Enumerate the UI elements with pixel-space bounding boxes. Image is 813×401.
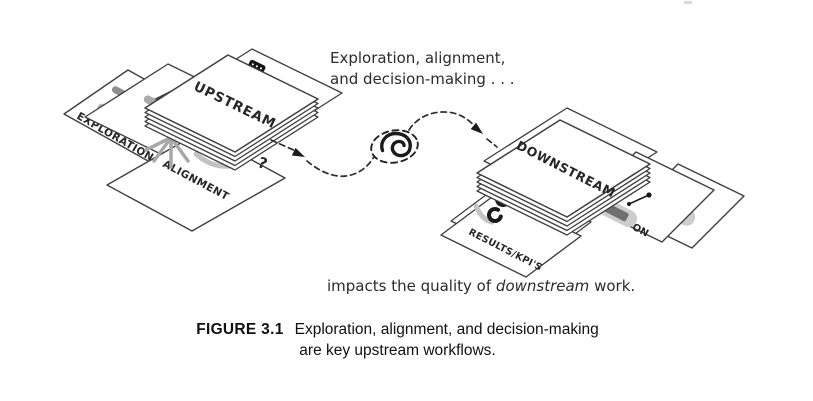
downstream-annotation-prefix: impacts the quality of — [327, 277, 492, 295]
downstream-stack — [476, 119, 651, 236]
upstream-top-card — [144, 54, 319, 153]
downstream-annotation-emphasis: downstream — [495, 277, 590, 295]
downstream-workflow-group: ON RESULTS/KPI'S — [440, 107, 745, 278]
figure-number-label: FIGURE 3.1 — [196, 321, 284, 338]
dashed-curve-left — [306, 156, 375, 178]
flow-connector — [270, 111, 498, 178]
figure-caption-line2: are key upstream workflows. — [299, 342, 496, 359]
downstream-annotation: impacts the quality of downstream work. — [327, 277, 635, 295]
meter-needle-icon — [627, 192, 652, 206]
dashed-tail — [486, 138, 498, 148]
upstream-annotation: Exploration, alignment, and decision-mak… — [330, 48, 515, 90]
spiral-loop-icon — [370, 129, 419, 164]
arrowhead-icon — [470, 122, 483, 134]
downstream-top-card — [476, 119, 651, 218]
page-edge-artifact — [684, 1, 692, 4]
upstream-stack — [144, 54, 319, 171]
upstream-annotation-line1: Exploration, alignment, — [330, 49, 506, 67]
figure-caption-text: Exploration, alignment, and decision-mak… — [294, 321, 599, 338]
dashed-curve-right — [408, 111, 476, 131]
figure-caption: FIGURE 3.1 Exploration, alignment, and de… — [140, 319, 655, 361]
figure-caption-line1: FIGURE 3.1 Exploration, alignment, and de… — [140, 319, 655, 340]
arrowhead-icon — [291, 147, 305, 157]
downstream-annotation-suffix: work. — [594, 277, 636, 295]
upstream-workflow-group: EXPLORATION ALIGNME — [63, 48, 343, 232]
upstream-annotation-line2: and decision-making . . . — [330, 70, 515, 88]
dashed-arrow-left — [270, 139, 298, 153]
binder-badge-icon — [248, 59, 266, 73]
